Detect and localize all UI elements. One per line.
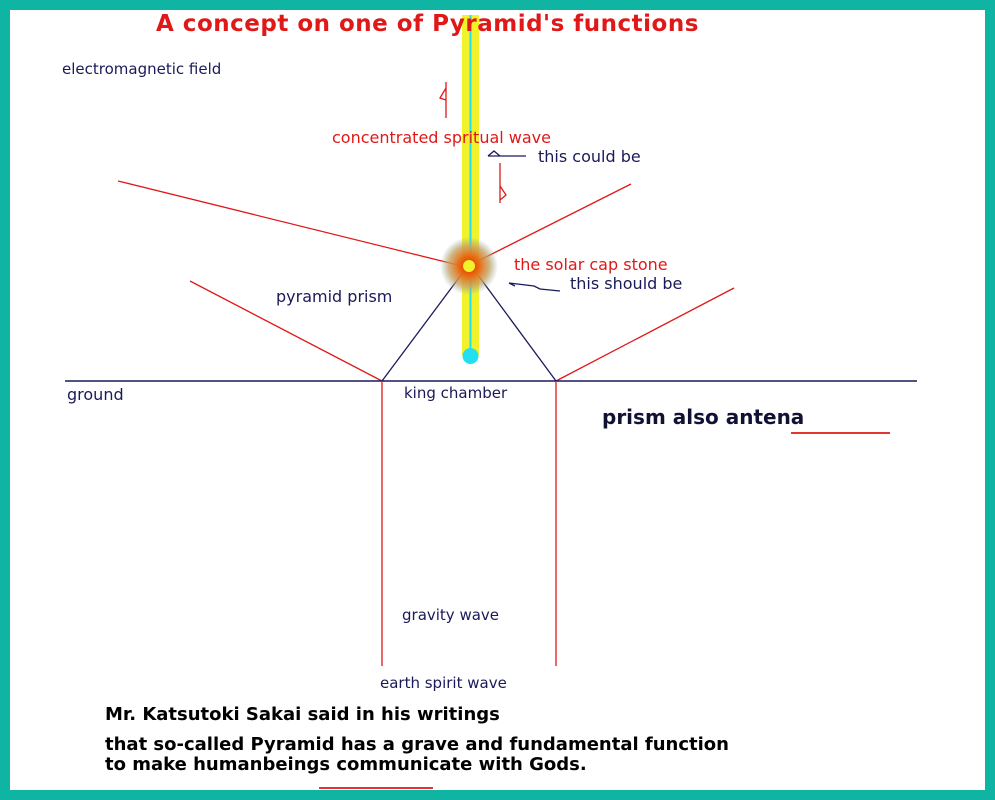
- should-be-label: this should be: [570, 274, 683, 293]
- solar-cap-stone: [463, 260, 475, 272]
- prism-antenna-note: prism also antena: [602, 407, 804, 427]
- lower-left-ray: [189, 280, 383, 382]
- solar-cap-label: the solar cap stone: [514, 255, 668, 274]
- quote-line-3: to make humanbeings communicate with God…: [105, 756, 587, 774]
- diagram-canvas: A concept on one of Pyramid's functions …: [10, 10, 985, 790]
- quote-line-3-suffix: with Gods.: [472, 754, 587, 775]
- concentrated-wave-label: concentrated spritual wave: [332, 128, 551, 147]
- pointer-could-be: [487, 150, 526, 157]
- em-field-label: electromagnetic field: [62, 60, 222, 78]
- gravity-wave-label: gravity wave: [402, 606, 500, 624]
- ground-label: ground: [67, 385, 124, 404]
- note-prefix: prism also: [602, 405, 726, 429]
- upper-left-ray: [117, 180, 467, 268]
- pyramid-prism-label: pyramid prism: [276, 287, 393, 306]
- pointer-should-be: [508, 282, 561, 292]
- could-be-label: this could be: [538, 147, 641, 166]
- quote-line-3-emphasis: communicate: [336, 754, 473, 775]
- page-title: A concept on one of Pyramid's functions: [156, 11, 699, 37]
- wave-mark-left: [439, 82, 447, 118]
- lower-right-ray: [555, 287, 735, 382]
- earth-spirit-wave-label: earth spirit wave: [380, 674, 507, 692]
- quote-line-2: that so-called Pyramid has a grave and f…: [105, 734, 729, 755]
- quote-line-1: Mr. Katsutoki Sakai said in his writings: [105, 704, 500, 725]
- diagram-drawing: [65, 15, 917, 789]
- king-chamber-label: king chamber: [404, 384, 508, 402]
- beam-base-dot: [462, 348, 479, 364]
- wave-mark-right: [499, 163, 507, 203]
- quote-line-3-prefix: to make humanbeings: [105, 754, 337, 775]
- note-emphasis: antena: [725, 405, 805, 429]
